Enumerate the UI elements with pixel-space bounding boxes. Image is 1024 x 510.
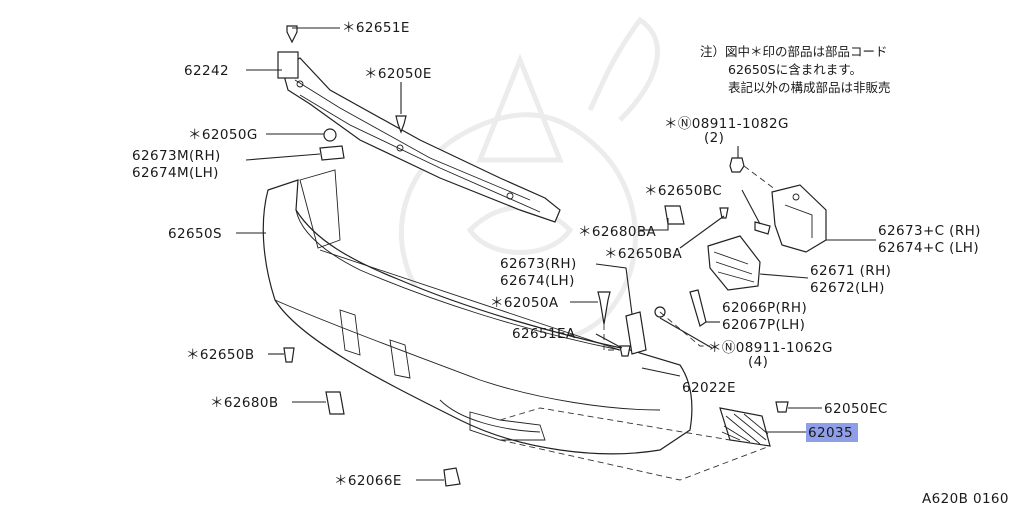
callout-62022E[interactable]: 62022E <box>682 380 736 396</box>
moulding-62066P[interactable] <box>689 289 707 327</box>
callout-08911-1062G-qty: (4) <box>748 354 768 370</box>
bracket-62673[interactable] <box>625 311 647 355</box>
callout-62680B[interactable]: ＊62680B <box>210 395 279 411</box>
callout-62066E[interactable]: ＊62066E <box>334 473 402 489</box>
bolt-62050EC[interactable] <box>775 401 789 413</box>
callout-62674C[interactable]: 62674+C (LH) <box>878 240 979 256</box>
callout-62650BA[interactable]: ＊62650BA <box>604 246 683 262</box>
note-block: 注）図中＊印の部品は部品コード 62650Sに含まれます。 表記以外の構成部品は… <box>700 44 891 95</box>
callout-62673[interactable]: 62673(RH) <box>500 256 577 272</box>
side-bracket-62673C[interactable] <box>771 184 827 253</box>
side-bracket-62671[interactable] <box>707 235 761 291</box>
callout-62242[interactable]: 62242 <box>184 63 229 79</box>
clip-62066E[interactable] <box>443 467 461 487</box>
callout-62651E[interactable]: ＊62651E <box>342 20 410 36</box>
bolt-62050E[interactable] <box>395 115 407 134</box>
callout-62650S[interactable]: 62650S <box>168 226 222 242</box>
bolt-62050A[interactable] <box>597 291 611 325</box>
callout-62050A[interactable]: ＊62050A <box>490 295 559 311</box>
clip-62650B[interactable] <box>283 347 295 363</box>
bumper-fascia[interactable] <box>262 169 693 455</box>
callout-62035[interactable]: 62035 <box>808 425 853 441</box>
callout-62650B[interactable]: ＊62650B <box>186 347 255 363</box>
reinforcement-beam[interactable] <box>277 51 561 223</box>
clip-62651E[interactable] <box>286 25 298 44</box>
bolt-62650BC[interactable] <box>754 221 771 235</box>
bolt-62650BA[interactable] <box>719 207 729 219</box>
nut-08911-1082G[interactable] <box>729 157 745 173</box>
callout-08911-1082G[interactable]: ＊Ⓝ08911-1082G <box>664 116 789 132</box>
callout-62672[interactable]: 62672(LH) <box>810 280 885 296</box>
clip-62651EA[interactable] <box>619 345 631 357</box>
callout-62673M[interactable]: 62673M(RH) <box>132 148 221 164</box>
figure-code: A620B 0160 <box>922 491 1009 507</box>
callout-62671[interactable]: 62671 (RH) <box>810 263 891 279</box>
nut-62050G[interactable] <box>323 128 337 142</box>
callout-08911-1062G[interactable]: ＊Ⓝ08911-1062G <box>708 340 833 356</box>
note-line-3: 表記以外の構成部品は非販売 <box>728 80 891 95</box>
note-line-2: 62650Sに含まれます。 <box>728 62 862 77</box>
callout-62050EC[interactable]: 62050EC <box>824 401 888 417</box>
callout-08911-1082G-qty: (2) <box>704 130 724 146</box>
callout-62673C[interactable]: 62673+C (RH) <box>878 223 981 239</box>
callout-62066P[interactable]: 62066P(RH) <box>722 300 807 316</box>
grille-62035[interactable] <box>719 407 771 447</box>
callout-62651EA[interactable]: 62651EA <box>512 326 576 342</box>
callout-62650BC[interactable]: ＊62650BC <box>644 183 722 199</box>
clip-62680BA[interactable] <box>664 205 685 225</box>
callout-62050E[interactable]: ＊62050E <box>364 66 432 82</box>
callout-62050G[interactable]: ＊62050G <box>188 127 258 143</box>
guide-lines <box>499 165 777 481</box>
clip-62680B[interactable] <box>325 391 345 415</box>
note-line-1: 注）図中＊印の部品は部品コード <box>700 44 888 59</box>
callout-62674M[interactable]: 62674M(LH) <box>132 165 219 181</box>
highlight-62035 <box>806 423 858 442</box>
callout-labels: ＊62651E 62242 ＊62050E ＊62050G 62673M(RH)… <box>132 20 981 489</box>
callout-62674[interactable]: 62674(LH) <box>500 273 575 289</box>
callout-62680BA[interactable]: ＊62680BA <box>578 224 657 240</box>
leader-lines <box>236 27 876 481</box>
callout-62067P[interactable]: 62067P(LH) <box>722 317 805 333</box>
bracket-62673M[interactable] <box>319 145 345 161</box>
